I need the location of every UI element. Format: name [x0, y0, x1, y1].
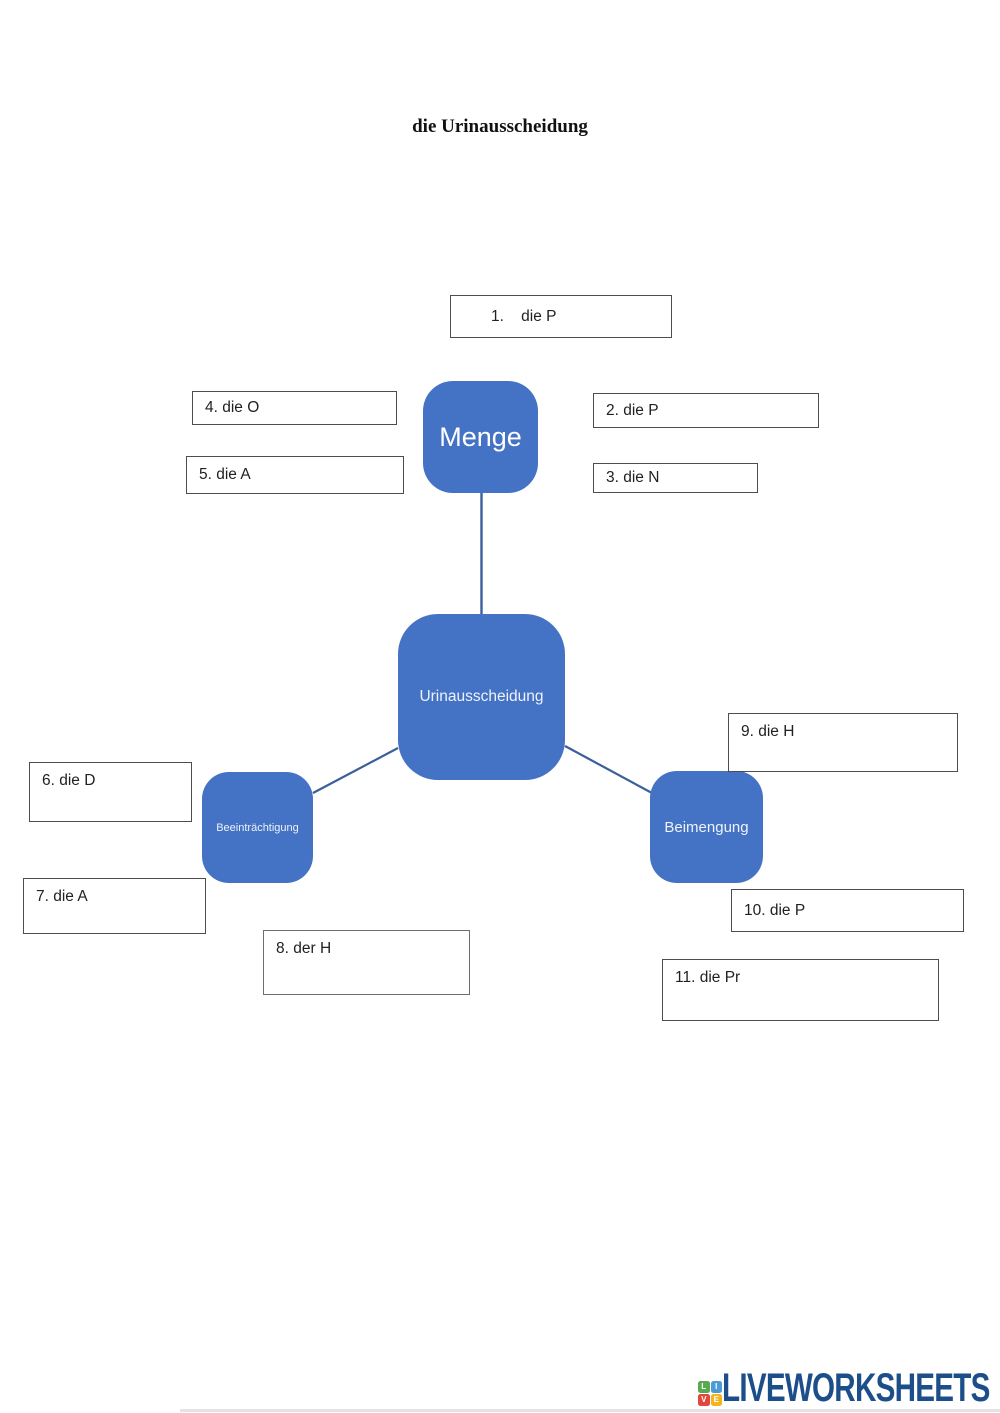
liveworksheets-logo-icon: L I V E	[698, 1381, 722, 1406]
answer-box-1[interactable]: 1. die P	[450, 295, 672, 338]
logo-square-e: E	[710, 1394, 722, 1406]
answer-box-label: 11. die Pr	[675, 969, 741, 986]
liveworksheets-brand-text: LIVEWORKSHEETS	[722, 1366, 990, 1411]
answer-box-label: 1. die P	[491, 307, 557, 325]
answer-box-label: 3. die N	[606, 469, 660, 486]
liveworksheets-logo: L I V E LIVEWORKSHEETS	[698, 1366, 1000, 1411]
page-edge-artifact	[180, 1409, 1000, 1412]
answer-box-label: 6. die D	[42, 772, 96, 789]
logo-square-i: I	[710, 1381, 722, 1393]
node-beeintraechtigung: Beeinträchtigung	[202, 772, 313, 883]
answer-box-9[interactable]: 9. die H	[728, 713, 958, 772]
page-title: die Urinausscheidung	[412, 116, 588, 137]
answer-box-label: 2. die P	[606, 401, 659, 419]
logo-square-v: V	[698, 1394, 710, 1406]
answer-box-label: 10. die P	[744, 901, 806, 919]
logo-square-l: L	[698, 1381, 710, 1393]
answer-box-2[interactable]: 2. die P	[593, 393, 819, 428]
answer-box-label: 9. die H	[741, 723, 795, 740]
connector-center-beimengung	[564, 745, 653, 794]
answer-box-label: 7. die A	[36, 888, 88, 905]
answer-box-7[interactable]: 7. die A	[23, 878, 206, 934]
answer-box-6[interactable]: 6. die D	[29, 762, 192, 822]
answer-box-11[interactable]: 11. die Pr	[662, 959, 939, 1021]
answer-box-10[interactable]: 10. die P	[731, 889, 964, 932]
answer-box-3[interactable]: 3. die N	[593, 463, 758, 493]
node-urinausscheidung: Urinausscheidung	[398, 614, 565, 780]
node-beeintraechtigung-label: Beeinträchtigung	[216, 821, 299, 834]
node-menge: Menge	[423, 381, 538, 493]
connector-center-beeintraechtigung	[312, 747, 399, 794]
answer-box-4[interactable]: 4. die O	[192, 391, 397, 425]
node-beimengung: Beimengung	[650, 771, 763, 883]
answer-box-label: 4. die O	[205, 399, 260, 416]
answer-box-8[interactable]: 8. der H	[263, 930, 470, 995]
answer-box-label: 8. der H	[276, 940, 332, 957]
answer-box-5[interactable]: 5. die A	[186, 456, 404, 494]
node-menge-label: Menge	[439, 421, 522, 452]
node-urinausscheidung-label: Urinausscheidung	[419, 688, 544, 705]
node-beimengung-label: Beimengung	[664, 818, 749, 836]
answer-box-label: 5. die A	[199, 466, 251, 483]
